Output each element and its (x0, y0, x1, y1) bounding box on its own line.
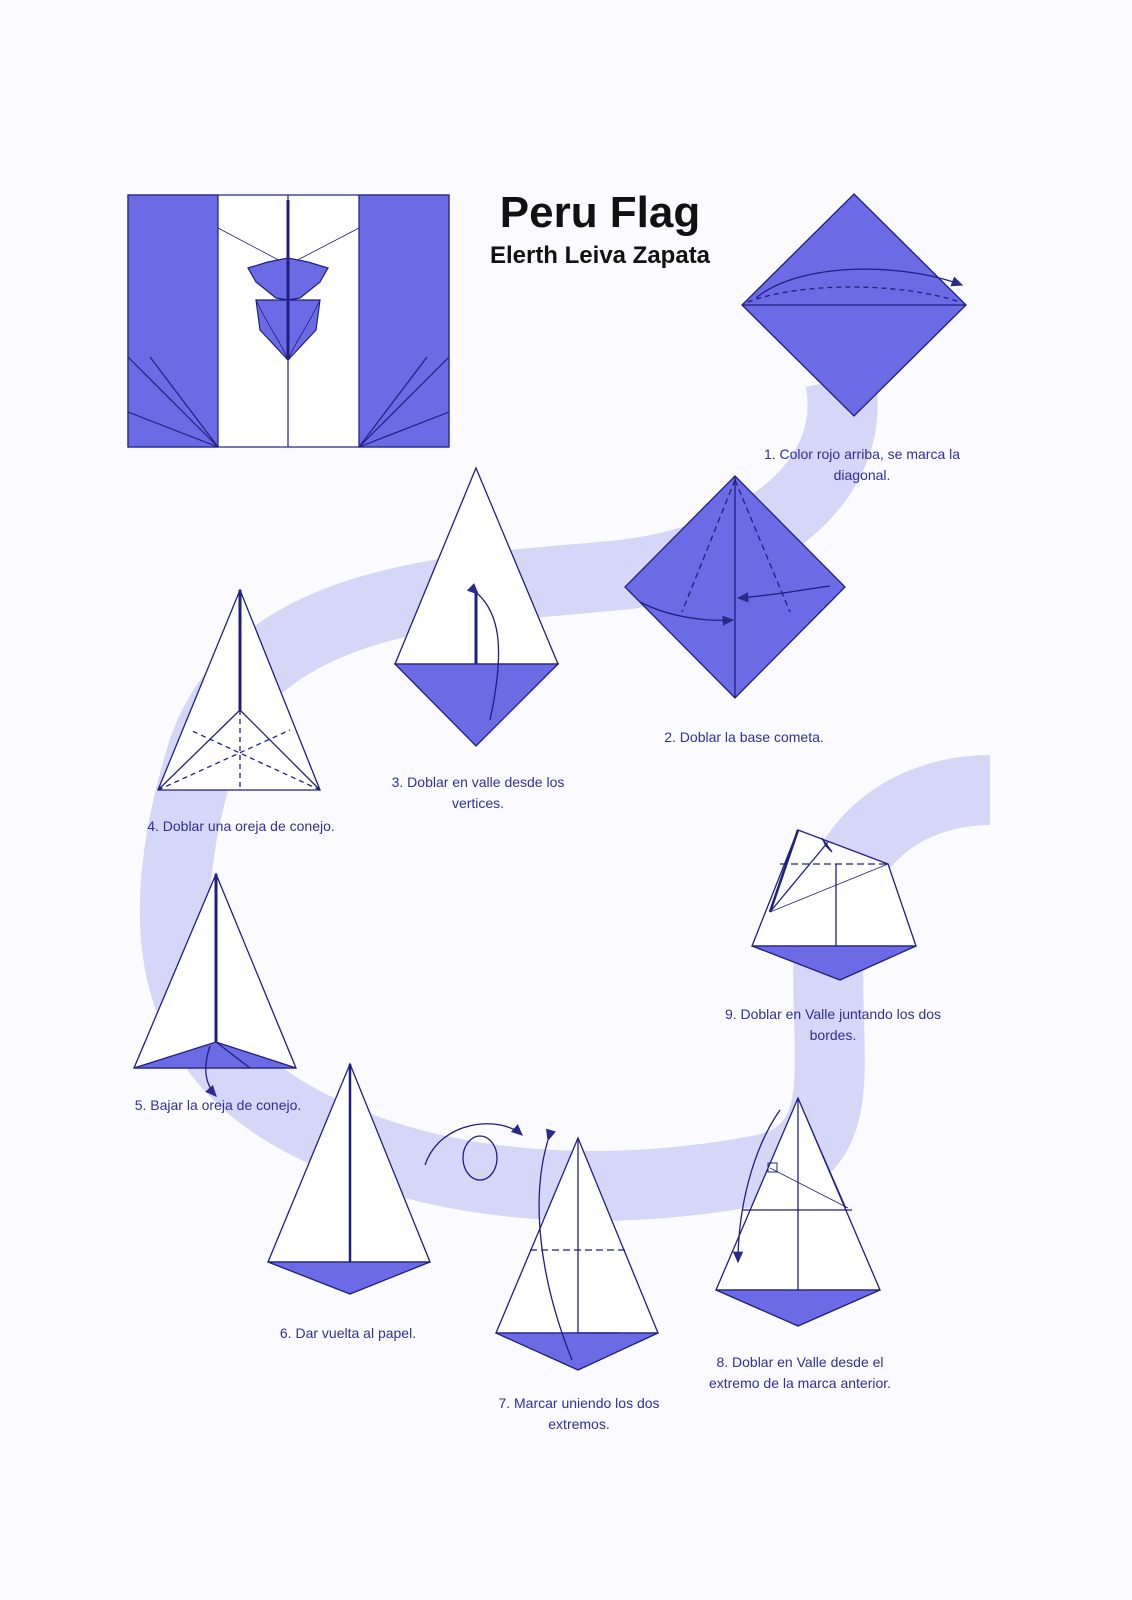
document-title: Peru Flag (499, 188, 701, 237)
step-5-diagram (133, 872, 297, 1097)
step-4-diagram (157, 588, 321, 791)
step-3-diagram (393, 466, 560, 747)
flow-band (139, 373, 991, 1221)
step-9-caption: 9. Doblar en Valle juntando los dos bord… (724, 1006, 942, 1043)
step-1-diagram (741, 193, 967, 417)
document-author: Elerth Leiva Zapata (489, 242, 711, 269)
final-model-flag (127, 194, 450, 448)
step-9-diagram (751, 829, 917, 981)
step-6-caption: 6. Dar vuelta al papel. (279, 1325, 417, 1341)
step-2-caption: 2. Doblar la base cometa. (664, 729, 824, 745)
step-5-caption: 5. Bajar la oreja de conejo. (134, 1097, 302, 1113)
step-3-caption: 3. Doblar en valle desde los vertices. (391, 774, 565, 811)
step-6-diagram (267, 1062, 431, 1295)
step-7-caption: 7. Marcar uniendo los dos extremos. (498, 1395, 660, 1432)
step-7-diagram (495, 1128, 659, 1371)
step-2-diagram (624, 475, 846, 699)
step-1-caption: 1. Color rojo arriba, se marca la diagon… (763, 446, 961, 483)
turn-over-icon (424, 1123, 523, 1181)
step-8-diagram (715, 1096, 881, 1327)
step-4-caption: 4. Doblar una oreja de conejo. (147, 818, 335, 834)
step-8-caption: 8. Doblar en Valle desde el extremo de l… (708, 1354, 892, 1391)
